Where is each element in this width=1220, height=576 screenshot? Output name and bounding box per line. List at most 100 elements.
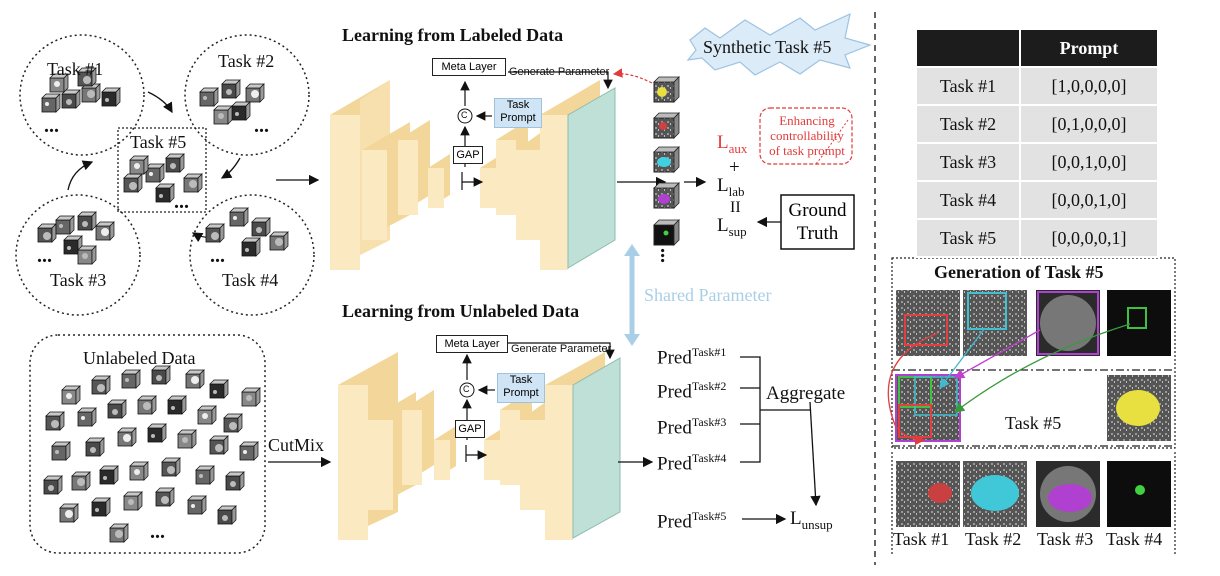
task3-ellipsis: ...	[37, 245, 52, 267]
table-cell: [0,0,0,0,1]	[1019, 218, 1159, 258]
ct-cube	[81, 83, 101, 103]
table-row: Task #5[0,0,0,0,1]	[915, 218, 1159, 258]
generate-parameter-label-unlabeled: Generate Parameter	[511, 343, 612, 355]
ct-cube	[217, 505, 237, 525]
table-row: Task #1[1,0,0,0,0]	[915, 66, 1159, 106]
ct-cube	[77, 211, 97, 231]
ct-cube	[183, 173, 203, 193]
task1-label: Task #1	[47, 59, 104, 79]
ct-cube	[43, 475, 63, 495]
ct-cube	[167, 395, 187, 415]
table-cell: [1,0,0,0,0]	[1019, 66, 1159, 106]
ct-cube	[95, 221, 115, 241]
ct-cube	[223, 413, 243, 433]
ground-truth-box	[780, 194, 855, 250]
plus-sign: +	[729, 157, 740, 178]
ct-cube	[239, 441, 259, 461]
ct-cube	[229, 207, 249, 227]
gap-box: GAP	[453, 146, 483, 164]
ct-cube	[245, 83, 265, 103]
ct-cube	[85, 437, 105, 457]
ct-cube	[155, 183, 175, 203]
ct-cube	[241, 237, 261, 257]
ct-cube	[151, 365, 171, 385]
table-row: Task #4[0,0,0,1,0]	[915, 180, 1159, 220]
prediction-cubes	[653, 76, 680, 246]
prompt-table: Prompt Task #1[1,0,0,0,0] Task #2[0,1,0,…	[915, 28, 1159, 258]
ct-cube	[77, 245, 97, 265]
ct-cube	[107, 399, 127, 419]
table-row: Task #2[0,1,0,0,0]	[915, 104, 1159, 144]
bottom-label-task4: Task #4	[1106, 529, 1163, 549]
pred-task5: PredTask#5	[657, 509, 727, 533]
pred-task3: PredTask#3	[657, 415, 727, 439]
ct-cube	[117, 427, 137, 447]
generation-task5-label: Task #5	[1005, 413, 1062, 433]
ct-cubes	[37, 67, 289, 543]
table-row: Task #3[0,0,1,0,0]	[915, 142, 1159, 182]
task1-circle	[19, 34, 145, 156]
ct-cube	[161, 457, 181, 477]
ct-cube	[225, 471, 245, 491]
task4-label: Task #4	[222, 270, 279, 290]
generation-box	[891, 257, 1176, 449]
task3-label: Task #3	[50, 270, 107, 290]
ct-cube	[51, 441, 71, 461]
cutmix-label: CutMix	[268, 435, 325, 455]
table-cell: [0,0,1,0,0]	[1019, 142, 1159, 182]
labeled-network	[330, 68, 849, 270]
shared-parameter-label: Shared Parameter	[644, 285, 772, 305]
ct-cube	[231, 101, 251, 121]
ct-cube	[61, 385, 81, 405]
ct-cube	[197, 405, 217, 425]
concat-symbol-unlabeled: C	[463, 384, 470, 394]
ct-cube	[121, 369, 141, 389]
loss-lab: Llab	[717, 175, 745, 199]
ct-cube	[63, 235, 83, 255]
ct-cube	[99, 465, 119, 485]
table-cell: Task #4	[915, 180, 1021, 220]
ground-truth-label: Ground Truth	[788, 200, 847, 244]
ct-cube	[55, 215, 75, 235]
unlabeled-data-label: Unlabeled Data	[83, 348, 196, 368]
ct-cube	[185, 369, 205, 389]
ct-cube	[71, 471, 91, 491]
unlabeled-ellipsis: ...	[150, 521, 165, 543]
ct-cube	[129, 461, 149, 481]
pred-task1: PredTask#1	[657, 345, 727, 369]
ct-cube	[147, 423, 167, 443]
synthetic-task-star	[686, 12, 872, 76]
ct-cube	[251, 217, 271, 237]
concat-symbol: C	[461, 110, 468, 120]
loss-aux: Laux	[717, 132, 748, 156]
bottom-label-task1: Task #1	[893, 529, 950, 549]
ct-cube	[165, 153, 185, 173]
ct-cube	[187, 495, 207, 515]
ct-cube	[37, 223, 57, 243]
loss-sup: Lsup	[717, 215, 747, 239]
ct-cube	[77, 407, 97, 427]
synthetic-task-label: Synthetic Task #5	[703, 37, 832, 57]
table-cell: Task #2	[915, 104, 1021, 144]
meta-layer-box-unlabeled: Meta Layer	[436, 335, 508, 353]
unlabeled-title: Learning from Unlabeled Data	[342, 301, 580, 321]
enhancing-box	[759, 107, 853, 165]
ct-cube	[137, 395, 157, 415]
ct-cube	[101, 87, 121, 107]
cubes-ellipsis: ...	[656, 248, 678, 263]
table-cell: Task #5	[915, 218, 1021, 258]
equals-sign: II	[730, 199, 741, 216]
table-cell: [0,1,0,0,0]	[1019, 104, 1159, 144]
task3-circle	[15, 194, 141, 316]
ct-cube	[129, 155, 149, 175]
table-cell: Task #3	[915, 142, 1021, 182]
labeled-title: Learning from Labeled Data	[342, 25, 564, 45]
gap-box-unlabeled: GAP	[455, 420, 485, 438]
ct-cube	[77, 67, 97, 87]
ct-cube	[155, 487, 175, 507]
task5-box	[117, 127, 207, 213]
ct-cube	[269, 231, 289, 251]
ct-cube	[91, 497, 111, 517]
ct-cube	[61, 89, 81, 109]
